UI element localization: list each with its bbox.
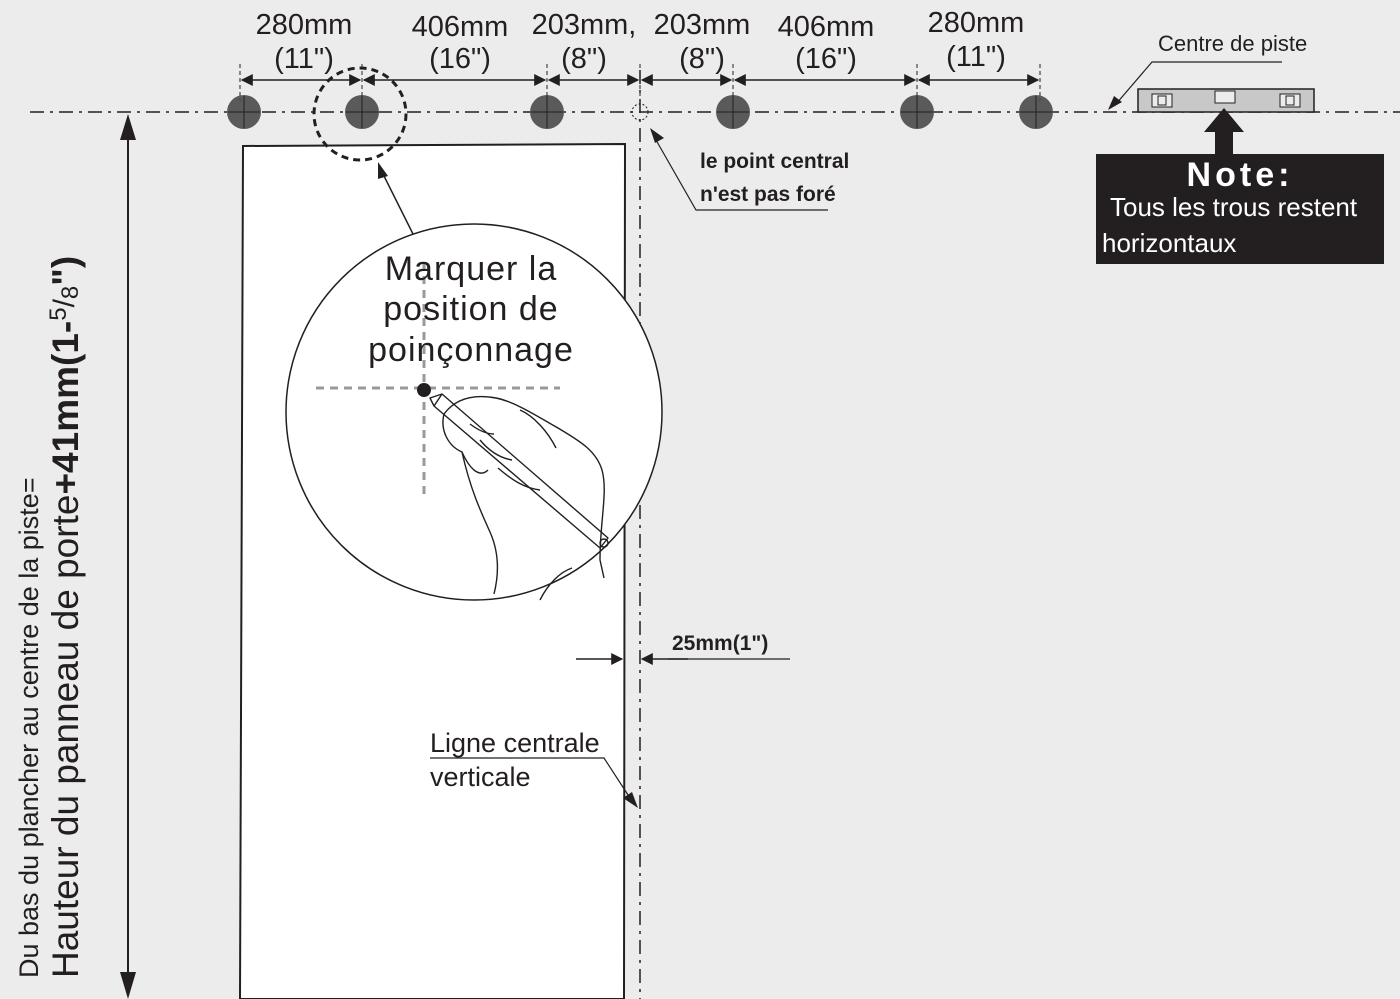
dim-4-mm: 203mm xyxy=(654,9,751,41)
height-label-line1: Du bas du plancher au centre de la piste… xyxy=(14,477,44,978)
punch-mark xyxy=(417,383,431,397)
height-arrow-bottom xyxy=(120,972,136,999)
vertical-label-leader xyxy=(430,757,631,799)
note-title: Note: xyxy=(1186,156,1294,194)
height-label-frac-slash: / xyxy=(48,298,81,307)
dim-2-mm: 406mm xyxy=(412,11,509,43)
hole-marker xyxy=(345,95,379,129)
note-box: Note: Tous les trous restent horizontaux xyxy=(1096,154,1384,264)
height-label-end: ") xyxy=(45,256,86,286)
vertical-label-line2: verticale xyxy=(430,762,531,792)
note-line1: Tous les trous restent xyxy=(1110,192,1358,222)
track-center-label: Centre de piste xyxy=(1158,31,1307,56)
dim-5-mm: 406mm xyxy=(778,11,875,43)
mark-title-line2: position de xyxy=(383,290,558,328)
dim-2-in: (16") xyxy=(429,43,491,75)
dim-5-in: (16") xyxy=(795,43,857,75)
magnify-circle xyxy=(285,223,663,601)
offset-label: 25mm(1") xyxy=(672,632,768,655)
mark-title-line3: poinçonnage xyxy=(368,331,574,369)
mark-title-line1: Marquer la xyxy=(385,250,558,288)
center-point-leader xyxy=(655,139,828,211)
height-label-frac-num: 5 xyxy=(45,307,72,320)
dim-6-mm: 280mm xyxy=(928,7,1025,39)
height-label-normal: Hauteur du panneau de porte xyxy=(45,495,86,978)
height-label-line2: Hauteur du panneau de porte+41mm(1-5/8") xyxy=(45,256,86,978)
magnify-leader xyxy=(381,171,415,237)
hole-marker xyxy=(900,95,934,129)
dim-1-in: (11") xyxy=(274,43,334,75)
dim-4-in: (8") xyxy=(679,43,725,75)
dim-1-mm: 280mm xyxy=(256,9,353,41)
dim-3-in: (8") xyxy=(561,43,607,75)
center-point-note-line1: le point central xyxy=(700,150,849,173)
highlight-circle xyxy=(312,66,408,162)
center-point-marker xyxy=(631,103,649,121)
hole-marker xyxy=(716,95,750,129)
spirit-level-icon xyxy=(1137,88,1315,113)
dim-6-in: (11") xyxy=(946,41,1006,73)
note-line2: horizontaux xyxy=(1102,228,1237,258)
hole-marker xyxy=(1019,95,1053,129)
dim-3-mm: 203mm, xyxy=(532,9,637,41)
center-point-note-line2: n'est pas foré xyxy=(700,183,836,206)
note-arrow-icon xyxy=(1204,108,1244,156)
vertical-label-line1: Ligne centrale xyxy=(430,728,600,758)
height-label-frac-den: 8 xyxy=(57,286,84,299)
height-arrow-top xyxy=(120,114,136,140)
hole-marker xyxy=(227,95,261,129)
track-center-leader xyxy=(1115,61,1282,105)
height-label-bold: +41mm(1- xyxy=(45,321,86,495)
crosshair xyxy=(316,262,560,496)
hole-marker xyxy=(530,95,564,129)
hand-pencil-icon xyxy=(429,393,609,601)
extension-lines xyxy=(239,64,1041,100)
